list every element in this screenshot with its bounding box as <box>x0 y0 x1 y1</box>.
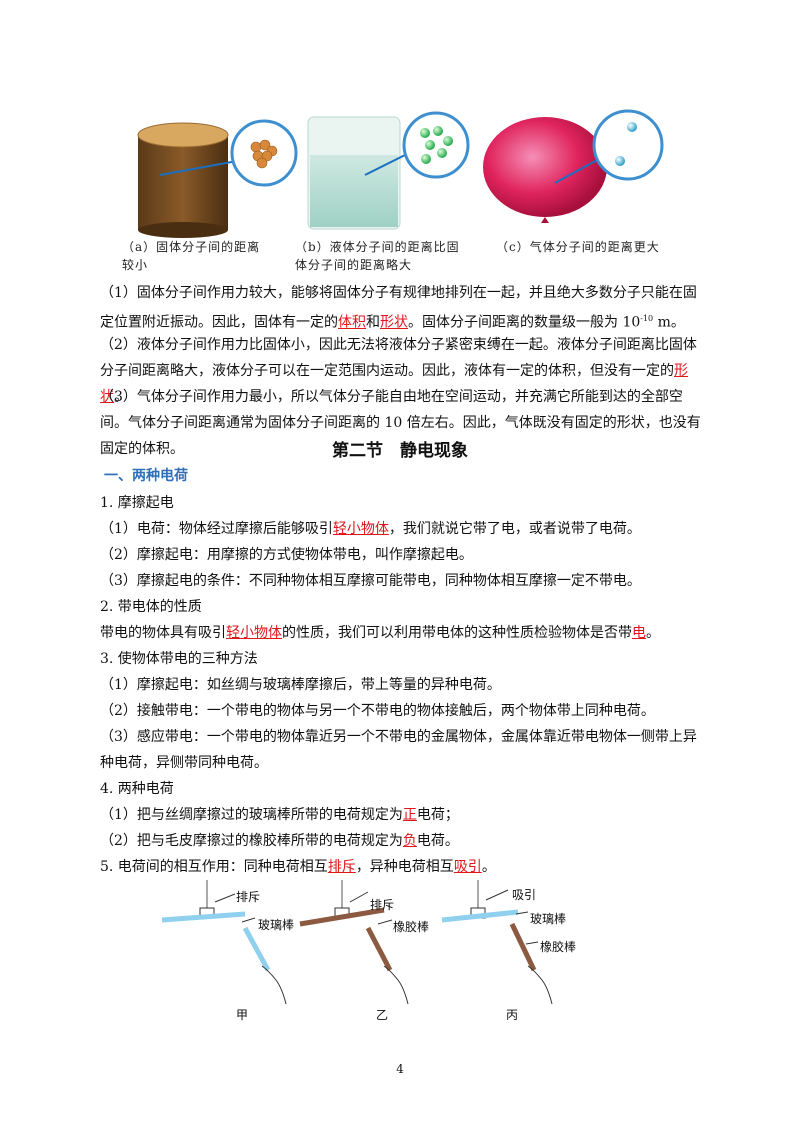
label-rubber-rod-b: 橡胶棒 <box>393 920 430 934</box>
rods-figure <box>161 880 553 1005</box>
gas-magnifier-icon <box>592 109 664 181</box>
heading-properties: 2. 带电体的性质 <box>100 599 202 615</box>
figure-jia <box>161 880 287 1005</box>
heading-interaction: 5. 电荷间的相互作用：同种电荷相互排斥，异种电荷相互吸引。 <box>100 859 496 875</box>
caption-a: （a）固体分子间的距离较小 <box>122 240 261 272</box>
section-title: 第二节 静电现象 <box>332 441 468 461</box>
line-properties: 带电的物体具有吸引轻小物体的性质，我们可以利用带电体的这种性质检验物体是否带电。 <box>100 625 660 641</box>
page-number: 4 <box>396 1062 404 1076</box>
paragraph-liquid: （2）液体分子间作用力比固体小，因此无法将液体分子紧密束缚在一起。液体分子间距离… <box>100 337 697 405</box>
liquid-magnifier-icon <box>402 111 470 179</box>
label-repel-b: 排斥 <box>370 898 395 912</box>
heading-friction: 1. 摩擦起电 <box>100 495 174 511</box>
line-charge: （1）电荷：物体经过摩擦后能够吸引轻小物体，我们就说它带了电，或者说带了电荷。 <box>100 521 641 537</box>
label-rubber-rod-c: 橡胶棒 <box>540 940 577 954</box>
line-friction: （2）摩擦起电：用摩擦的方式使物体带电，叫作摩擦起电。 <box>100 547 473 563</box>
paragraph-gas: （3）气体分子间作用力最小，所以气体分子能自由地在空间运动，并充满它所能到达的全… <box>100 389 701 457</box>
figure-name-jia: 甲 <box>236 1008 249 1022</box>
paragraph-solid: （1）固体分子间作用力较大，能够将固体分子有规律地排列在一起，并且绝大多数分子只… <box>100 285 697 331</box>
beaker-image <box>307 116 416 230</box>
wood-log-image <box>137 122 271 238</box>
figure-yi <box>299 880 409 1005</box>
label-attract-c: 吸引 <box>512 888 537 902</box>
figure-name-yi: 乙 <box>376 1008 389 1022</box>
line-condition: （3）摩擦起电的条件：不同种物体相互摩擦可能带电，同种物体相互摩擦一定不带电。 <box>100 573 641 589</box>
line-method-1: （1）摩擦起电：如丝绸与玻璃棒摩擦后，带上等量的异种电荷。 <box>100 677 501 693</box>
caption-c: （c）气体分子间的距离更大 <box>496 240 660 254</box>
line-positive: （1）把与丝绸摩擦过的玻璃棒所带的电荷规定为正电荷； <box>100 807 459 823</box>
heading-two-charges: 4. 两种电荷 <box>100 781 174 797</box>
caption-b: （b）液体分子间的距离比固体分子间的距离略大 <box>295 240 460 272</box>
figure-name-bing: 丙 <box>506 1008 519 1022</box>
balloon-image <box>483 117 611 223</box>
label-glass-rod-c: 玻璃棒 <box>530 912 567 926</box>
label-glass-rod-a: 玻璃棒 <box>258 918 295 932</box>
line-method-3: （3）感应带电：一个带电的物体靠近另一个不带电的金属物体，金属体靠近带电物体一侧… <box>100 729 697 771</box>
figure-bing <box>441 880 553 1005</box>
line-method-2: （2）接触带电：一个带电的物体与另一个不带电的物体接触后，两个物体带上同种电荷。 <box>100 703 655 719</box>
molecule-figure <box>137 109 664 238</box>
heading-methods: 3. 使物体带电的三种方法 <box>100 651 258 667</box>
label-repel-a: 排斥 <box>236 890 261 904</box>
line-negative: （2）把与毛皮摩擦过的橡胶棒所带的电荷规定为负电荷。 <box>100 833 459 849</box>
subsection-heading: 一、两种电荷 <box>104 468 188 484</box>
solid-magnifier-icon <box>230 119 298 187</box>
